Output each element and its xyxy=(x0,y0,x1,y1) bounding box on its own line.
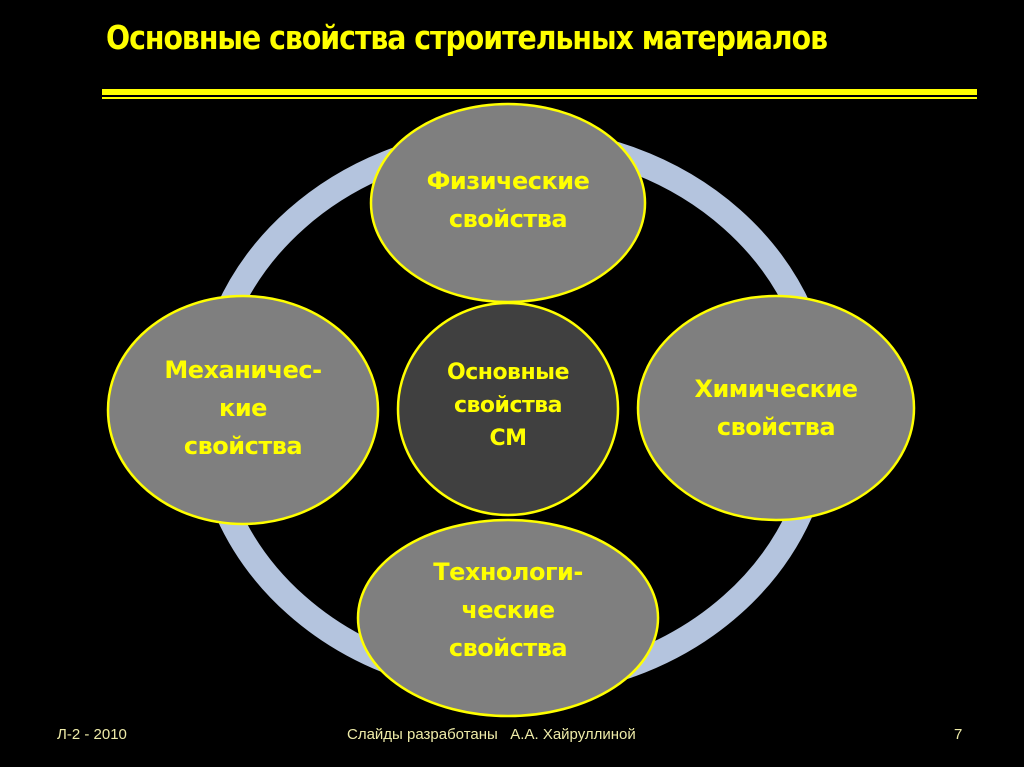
slide-title: Основные свойства строительных материало… xyxy=(106,18,828,57)
center-node-shape xyxy=(396,301,620,517)
title-underline-thin xyxy=(102,97,977,99)
node-bottom-shape xyxy=(356,518,660,718)
center-node-label: Основные свойства СМ xyxy=(447,359,570,451)
title-underline-thick xyxy=(102,89,977,95)
node-right-label: Химические свойства xyxy=(694,375,858,441)
footer-author: Слайды разработаны А.А. Хайруллиной xyxy=(347,726,636,743)
footer-lecture-id: Л-2 - 2010 xyxy=(57,726,127,743)
node-left-label: Механичес- кие свойства xyxy=(164,356,322,460)
node-top-label: Физические свойства xyxy=(426,167,590,233)
node-bottom-label: Технологи- ческие свойства xyxy=(433,558,583,662)
node-left-shape xyxy=(106,294,380,526)
node-right-shape xyxy=(636,294,916,522)
footer-page-number: 7 xyxy=(954,726,963,743)
